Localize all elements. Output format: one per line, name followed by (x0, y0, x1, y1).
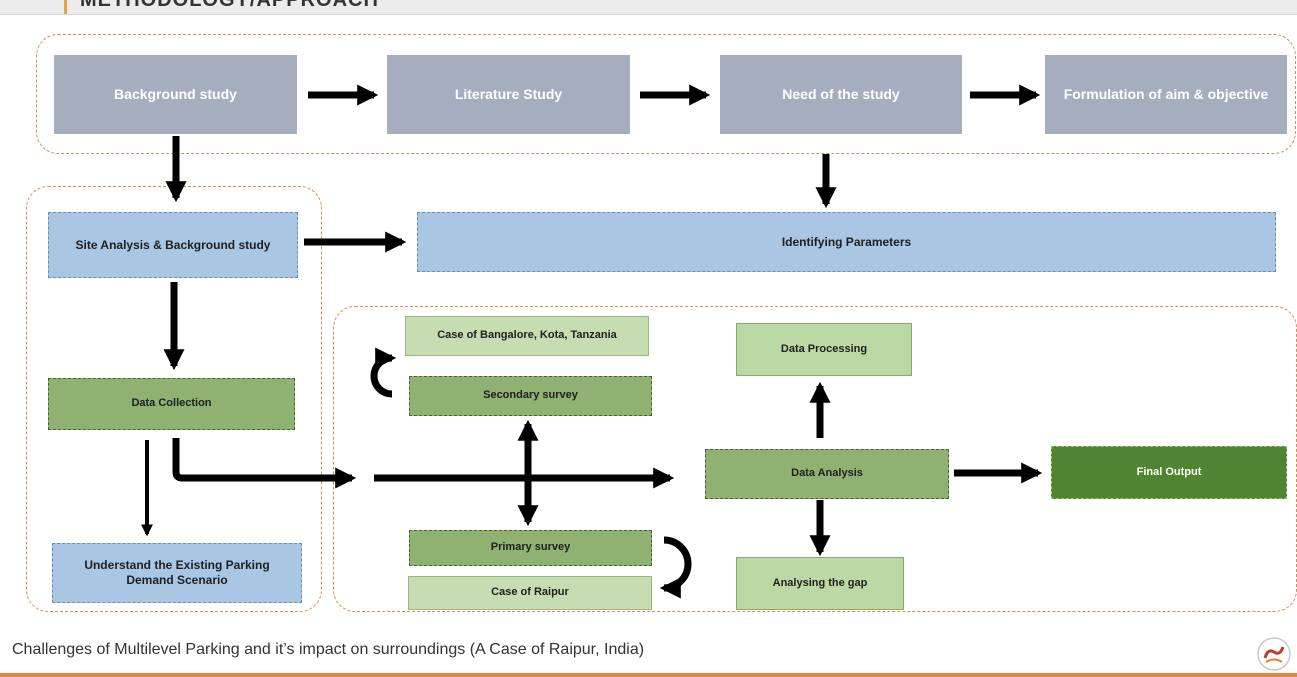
box-literature-study: Literature Study (387, 55, 630, 134)
arrow-collection-to-surveys (172, 438, 357, 489)
box-understand-existing: Understand the Existing Parking Demand S… (52, 543, 302, 603)
box-data-collection: Data Collection (48, 378, 295, 430)
box-background-study: Background study (54, 55, 297, 134)
page-title: METHODOLOGY/APPROACH (80, 0, 379, 11)
box-final-output: Final Output (1051, 446, 1287, 499)
box-analysing-gap: Analysing the gap (736, 557, 904, 610)
box-formulation: Formulation of aim & objective (1045, 55, 1287, 134)
header-bar: METHODOLOGY/APPROACH (0, 0, 1297, 15)
box-identifying-parameters: Identifying Parameters (417, 212, 1276, 272)
box-need-of-study: Need of the study (720, 55, 962, 134)
box-data-analysis: Data Analysis (705, 449, 949, 499)
institution-logo-icon (1257, 637, 1291, 671)
footer-text: Challenges of Multilevel Parking and it’… (12, 641, 645, 658)
header-accent (64, 0, 67, 14)
arrow-secondary-to-bangalore (370, 347, 397, 398)
footer-accent-line (0, 673, 1297, 677)
box-primary-survey: Primary survey (409, 530, 652, 566)
box-case-bangalore: Case of Bangalore, Kota, Tanzania (405, 316, 649, 356)
box-site-analysis: Site Analysis & Background study (48, 212, 298, 278)
arrow-primary-to-raipur (659, 536, 692, 599)
box-data-processing: Data Processing (736, 323, 912, 376)
group-top-row (36, 34, 1296, 154)
box-secondary-survey: Secondary survey (409, 376, 652, 416)
box-case-raipur: Case of Raipur (408, 576, 652, 610)
